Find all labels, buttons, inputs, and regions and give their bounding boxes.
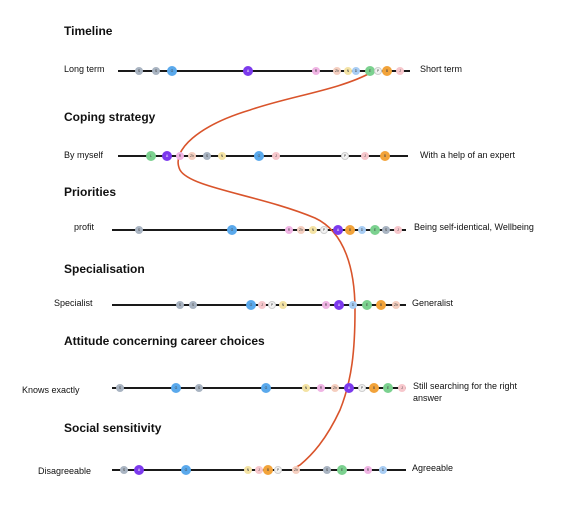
participant-dot: J [361, 152, 369, 160]
participant-dot: G [181, 465, 191, 475]
participant-dot: N [218, 152, 226, 160]
participant-dot: R [317, 384, 325, 392]
participant-dot: B [380, 151, 390, 161]
section-title-specialisation: Specialisation [64, 262, 145, 276]
participant-dot: G [261, 383, 271, 393]
right-label-coping: With a help of an expert [420, 150, 516, 160]
participant-dot: N [302, 384, 310, 392]
participant-dot: D [379, 466, 387, 474]
participant-dot: P [320, 226, 328, 234]
participant-dot: J [398, 384, 406, 392]
participant-dot: N [279, 301, 287, 309]
right-label-timeline: Short term [420, 64, 463, 74]
participant-dot: D [358, 226, 366, 234]
participant-dot: S [135, 67, 143, 75]
left-label-timeline: Long term [64, 64, 105, 74]
left-label-coping: By myself [64, 150, 104, 160]
right-label-attitude: Still searching for the right answer [413, 381, 518, 403]
participant-dot: R [312, 67, 320, 75]
participant-dot: Zh [333, 67, 341, 75]
participant-dot: P [341, 152, 349, 160]
participant-dot: J [394, 226, 402, 234]
participant-dot: Zh [292, 466, 300, 474]
section-title-timeline: Timeline [64, 24, 113, 38]
participant-dot: A [243, 66, 253, 76]
right-label-social: Agreeable [412, 463, 454, 473]
left-label-attitude: Knows exactly [22, 385, 80, 395]
left-label-social: Disagreeable [38, 466, 92, 476]
participant-dot: P [374, 67, 382, 75]
participant-dot: S [116, 384, 124, 392]
participant-dot: Zh [392, 301, 400, 309]
section-title-priorities: Priorities [64, 185, 117, 199]
participant-dot: S [152, 67, 160, 75]
participant-dot: S [382, 226, 390, 234]
participant-dot: L [146, 151, 156, 161]
participant-dot: G [167, 66, 177, 76]
participant-dot: E [365, 66, 375, 76]
section-title-attitude: Attitude concerning career choices [64, 334, 265, 348]
participant-dot: S [195, 384, 203, 392]
participant-dot: A [334, 300, 344, 310]
participant-dot: J [396, 67, 404, 75]
participant-dot: N [344, 67, 352, 75]
participant-dot: G [171, 383, 181, 393]
participant-dot: E [383, 383, 393, 393]
participant-dot: G [227, 225, 237, 235]
participant-dot: S [203, 152, 211, 160]
participant-dot: B [382, 66, 392, 76]
participant-dot: G [246, 300, 256, 310]
participant-dot: J [258, 301, 266, 309]
participant-dot: R [364, 466, 372, 474]
participant-dot: R [176, 152, 184, 160]
left-label-specialisation: Specialist [54, 298, 93, 308]
participant-dot: E [337, 465, 347, 475]
participant-dot: S [135, 226, 143, 234]
participant-dot: G [254, 151, 264, 161]
participant-dot: R [322, 301, 330, 309]
participant-dot: A [134, 465, 144, 475]
participant-dot: S [120, 466, 128, 474]
participant-dot: N [244, 466, 252, 474]
participant-dot: E [362, 300, 372, 310]
participant-dot: E [370, 225, 380, 235]
section-title-coping: Coping strategy [64, 110, 156, 124]
participant-dot: S [176, 301, 184, 309]
participant-dot: A [333, 225, 343, 235]
track-timeline [118, 70, 410, 72]
participant-dot: P [358, 384, 366, 392]
participant-dot: S [189, 301, 197, 309]
participant-dot: B [369, 383, 379, 393]
participant-dot: R [285, 226, 293, 234]
participant-dot: Zh [297, 226, 305, 234]
participant-dot: Zh [188, 152, 196, 160]
right-label-specialisation: Generalist [412, 298, 454, 308]
participant-dot: S [323, 466, 331, 474]
participant-dot: N [309, 226, 317, 234]
connector-path [177, 71, 373, 470]
left-label-priorities: profit [74, 222, 95, 232]
participant-dot: P [268, 301, 276, 309]
participant-dot: B [376, 300, 386, 310]
participant-dot: B [345, 225, 355, 235]
participant-dot: J [255, 466, 263, 474]
participant-dot: D [352, 67, 360, 75]
participant-dot: A [344, 383, 354, 393]
participant-dot: Zh [331, 384, 339, 392]
right-label-priorities: Being self-identical, Wellbeing [414, 222, 534, 232]
participant-dot: B [263, 465, 273, 475]
participant-dot: A [162, 151, 172, 161]
section-title-social: Social sensitivity [64, 421, 162, 435]
participant-dot: P [274, 466, 282, 474]
participant-dot: D [349, 301, 357, 309]
participant-dot: J [272, 152, 280, 160]
